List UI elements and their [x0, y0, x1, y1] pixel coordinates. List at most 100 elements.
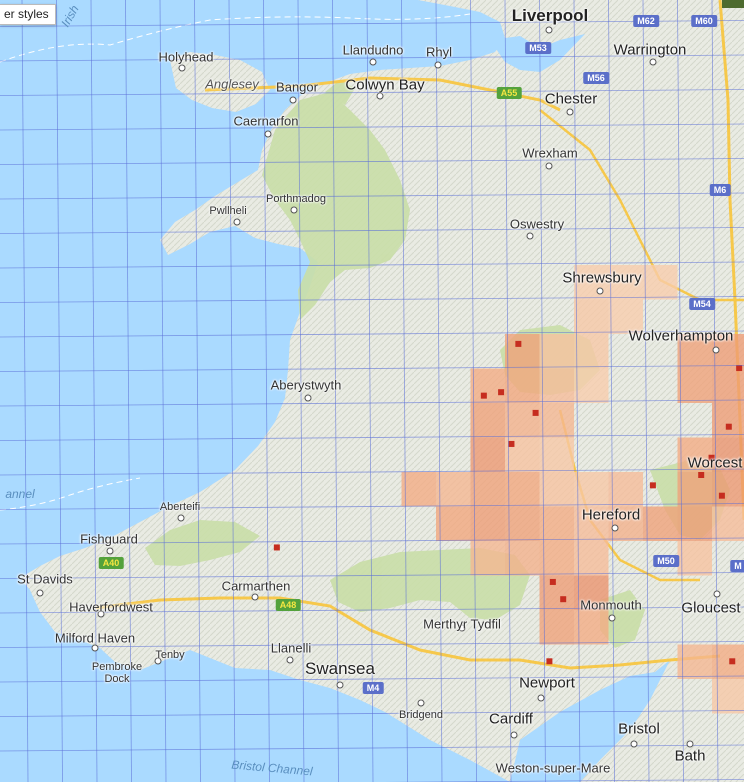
- rhyl-label[interactable]: Rhyl: [425, 44, 453, 60]
- bridgend-marker[interactable]: [417, 699, 425, 707]
- heatmap-hotspot: [546, 658, 553, 665]
- bath-marker[interactable]: [686, 740, 694, 748]
- newport-marker[interactable]: [537, 694, 545, 702]
- carmarthen-marker[interactable]: [251, 593, 259, 601]
- grid-line-horizontal: [384, 779, 744, 782]
- caernarfon-marker[interactable]: [264, 130, 272, 138]
- wrexham-label[interactable]: Wrexham: [522, 145, 578, 161]
- heatmap-cell: [574, 299, 609, 334]
- bangor-marker[interactable]: [289, 96, 297, 104]
- heatmap-hotspot: [560, 596, 567, 603]
- warrington-marker[interactable]: [649, 58, 657, 66]
- heatmap-hotspot: [532, 409, 539, 416]
- llanelli-label[interactable]: Llanelli: [270, 640, 312, 656]
- heatmap-cell: [539, 437, 574, 472]
- monmouth-label[interactable]: Monmouth: [580, 597, 642, 613]
- pembroke-dock-label[interactable]: Pembroke Dock: [91, 661, 143, 685]
- bath-label[interactable]: Bath: [674, 747, 706, 765]
- aberteifi-label[interactable]: Aberteifi: [159, 501, 201, 513]
- milford-haven-marker[interactable]: [91, 644, 99, 652]
- hereford-label[interactable]: Hereford: [581, 506, 641, 524]
- aberystwyth-label[interactable]: Aberystwyth: [270, 377, 342, 393]
- porthmadog-marker[interactable]: [290, 206, 298, 214]
- llandudno-marker[interactable]: [369, 58, 377, 66]
- bristol-label[interactable]: Bristol: [618, 720, 660, 738]
- grid-line-vertical: [539, 0, 546, 782]
- weston-super-mare-label[interactable]: Weston-super-Mare: [495, 760, 611, 776]
- wolverhampton-label[interactable]: Wolverhampton: [628, 327, 734, 345]
- warrington-label[interactable]: Warrington: [613, 41, 687, 59]
- caernarfon-label[interactable]: Caernarfon: [233, 113, 299, 129]
- bridgend-label[interactable]: Bridgend: [398, 709, 444, 721]
- shrewsbury-marker[interactable]: [596, 287, 604, 295]
- liverpool-marker[interactable]: [545, 26, 553, 34]
- channel-label: annel: [5, 487, 35, 501]
- aberteifi-marker[interactable]: [177, 514, 185, 522]
- llandudno-label[interactable]: Llandudno: [342, 42, 404, 58]
- map-styles-button[interactable]: er styles: [0, 4, 56, 25]
- heatmap-cell: [505, 472, 540, 507]
- bristol-marker[interactable]: [630, 740, 638, 748]
- gloucester-label[interactable]: Gloucest: [681, 599, 741, 617]
- newport-label[interactable]: Newport: [519, 674, 575, 692]
- pwllheli-label[interactable]: Pwllheli: [209, 205, 247, 217]
- grid-line-horizontal: [0, 399, 744, 407]
- wrexham-marker[interactable]: [545, 162, 553, 170]
- grid-line-vertical: [677, 0, 684, 782]
- cardiff-marker[interactable]: [510, 731, 518, 739]
- milford-haven-label[interactable]: Milford Haven: [54, 630, 136, 646]
- colwyn-bay-marker[interactable]: [376, 92, 384, 100]
- carmarthen-label[interactable]: Carmarthen: [221, 578, 291, 594]
- heatmap-hotspot: [508, 440, 515, 447]
- wolverhampton-marker[interactable]: [712, 346, 720, 354]
- county-boundaries: [0, 13, 471, 511]
- oswestry-marker[interactable]: [526, 232, 534, 240]
- oswestry-label[interactable]: Oswestry: [509, 216, 565, 232]
- grid-line-horizontal: [0, 710, 744, 717]
- aberystwyth-marker[interactable]: [304, 394, 312, 402]
- holyhead-marker[interactable]: [178, 64, 186, 72]
- heatmap-cell: [436, 506, 471, 541]
- st-davids-label[interactable]: St Davids: [17, 571, 73, 587]
- haverfordwest-label[interactable]: Haverfordwest: [69, 599, 153, 615]
- hereford-marker[interactable]: [611, 524, 619, 532]
- shrewsbury-label[interactable]: Shrewsbury: [562, 269, 642, 287]
- grid-line-vertical: [366, 0, 374, 782]
- m6-shield: M6: [709, 184, 731, 196]
- swansea-label[interactable]: Swansea: [305, 659, 375, 678]
- bangor-label[interactable]: Bangor: [276, 79, 318, 95]
- monmouth-marker[interactable]: [608, 614, 616, 622]
- grid-line-horizontal: [0, 330, 744, 338]
- grid-line-vertical: [21, 0, 29, 782]
- colwyn-bay-label[interactable]: Colwyn Bay: [345, 76, 425, 94]
- rhyl-marker[interactable]: [434, 61, 442, 69]
- tenby-label[interactable]: Tenby: [155, 649, 185, 661]
- map-type-thumbnail-icon[interactable]: [722, 0, 744, 8]
- fishguard-label[interactable]: Fishguard: [80, 531, 138, 547]
- m56-shield: M56: [583, 72, 609, 84]
- llanelli-marker[interactable]: [286, 656, 294, 664]
- tenby-marker[interactable]: [154, 657, 162, 665]
- chester-marker[interactable]: [566, 108, 574, 116]
- st-davids-marker[interactable]: [36, 589, 44, 597]
- heatmap-hotspot: [729, 658, 736, 665]
- swansea-marker[interactable]: [336, 681, 344, 689]
- porthmadog-label[interactable]: Porthmadog: [266, 193, 326, 205]
- pwllheli-marker[interactable]: [233, 218, 241, 226]
- worcester-label[interactable]: Worcest: [687, 454, 743, 472]
- holyhead-label[interactable]: Holyhead: [158, 49, 214, 65]
- fishguard-marker[interactable]: [106, 547, 114, 555]
- heatmap-cell: [539, 541, 574, 576]
- liverpool-label[interactable]: Liverpool: [511, 6, 589, 25]
- cardiff-label[interactable]: Cardiff: [489, 710, 533, 728]
- grid-line-vertical: [228, 0, 236, 782]
- merthyr-marker[interactable]: [458, 624, 466, 632]
- gloucester-marker[interactable]: [713, 590, 721, 598]
- anglesey-label: Anglesey: [205, 76, 259, 92]
- merthyr-tydfil-label[interactable]: Merthyr Tydfil: [423, 616, 501, 632]
- m62-shield: M62: [633, 15, 659, 27]
- chester-label[interactable]: Chester: [544, 90, 598, 108]
- grid-line-vertical: [642, 0, 650, 782]
- haverfordwest-marker[interactable]: [97, 610, 105, 618]
